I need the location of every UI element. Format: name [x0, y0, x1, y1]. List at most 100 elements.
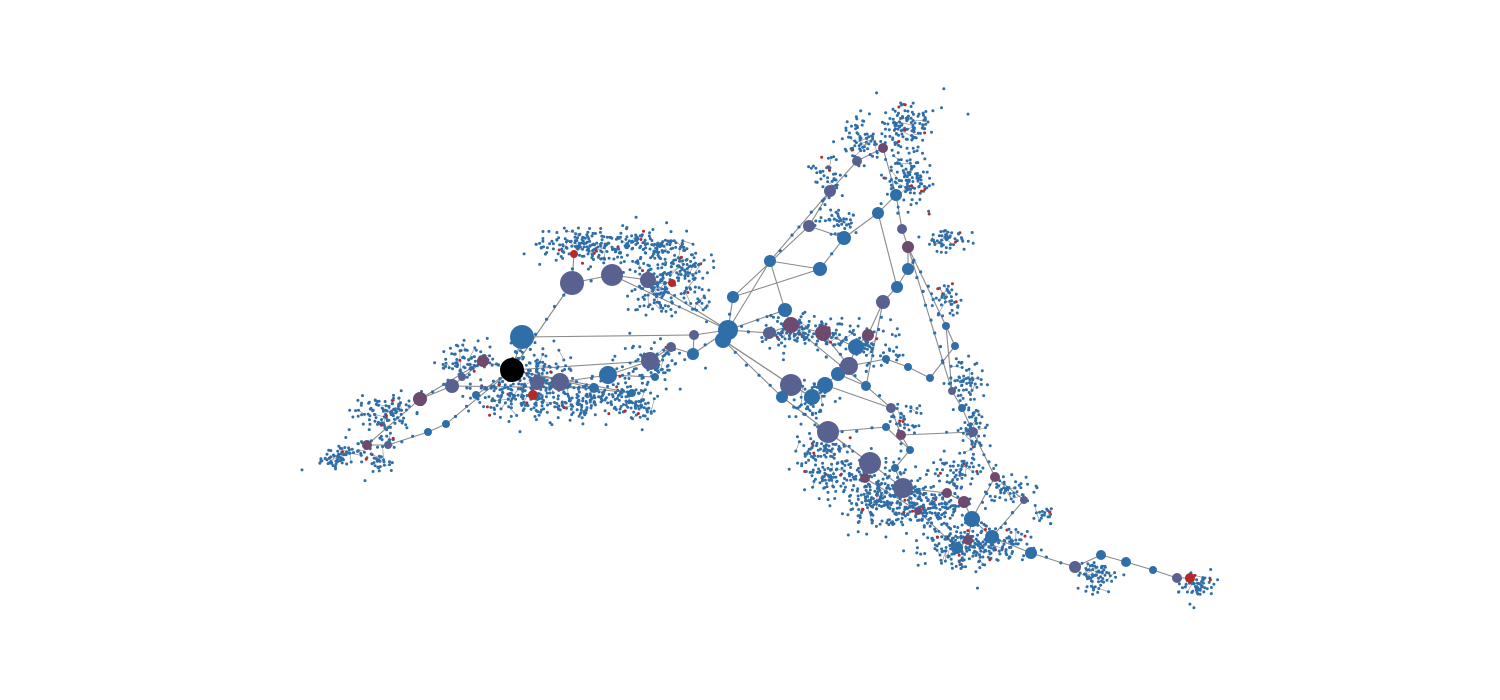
graph-node-hub[interactable]: [817, 377, 833, 393]
graph-node-hub[interactable]: [651, 373, 659, 381]
graph-node-hub[interactable]: [964, 511, 980, 527]
graph-node-hub[interactable]: [896, 430, 906, 440]
graph-node-hub[interactable]: [837, 231, 851, 245]
graph-node-small: [895, 345, 899, 349]
selected-node[interactable]: [500, 358, 524, 382]
graph-node-hub[interactable]: [763, 327, 775, 339]
graph-node-hub[interactable]: [424, 428, 432, 436]
graph-node-hub[interactable]: [990, 472, 1000, 482]
graph-node-hub[interactable]: [951, 342, 959, 350]
graph-node-hub[interactable]: [528, 390, 538, 400]
graph-node-hub[interactable]: [891, 464, 899, 472]
graph-node-hub[interactable]: [893, 478, 913, 498]
graph-node-hub[interactable]: [882, 423, 890, 431]
graph-node-hub[interactable]: [413, 392, 427, 406]
graph-node-small: [928, 176, 932, 180]
graph-node-hub[interactable]: [458, 373, 466, 381]
graph-node-hub[interactable]: [914, 507, 922, 515]
graph-node-hub[interactable]: [852, 156, 862, 166]
graph-node-hub[interactable]: [641, 352, 659, 370]
graph-node-hub[interactable]: [601, 264, 623, 286]
graph-node-small: [1198, 587, 1202, 591]
graph-node-hub[interactable]: [510, 325, 534, 349]
graph-node-hub[interactable]: [872, 207, 884, 219]
graph-node-hub[interactable]: [904, 363, 912, 371]
graph-node-hub[interactable]: [948, 387, 956, 395]
graph-node-hub[interactable]: [897, 224, 907, 234]
graph-node-hub[interactable]: [824, 185, 836, 197]
graph-node-hub[interactable]: [848, 339, 864, 355]
graph-node-hub[interactable]: [886, 403, 896, 413]
node-cluster: [807, 155, 848, 201]
graph-node-hub[interactable]: [942, 322, 950, 330]
graph-node-hub[interactable]: [445, 379, 459, 393]
graph-node-small: [1010, 552, 1014, 555]
graph-node-small: [1103, 565, 1107, 569]
graph-node-hub[interactable]: [715, 332, 731, 348]
graph-node-hub[interactable]: [985, 530, 999, 544]
graph-node-hub[interactable]: [942, 488, 952, 498]
graph-node-small: [458, 369, 462, 373]
graph-node-hub[interactable]: [876, 295, 890, 309]
graph-node-hub[interactable]: [628, 389, 636, 397]
graph-node-hub[interactable]: [861, 381, 871, 391]
graph-node-small: [941, 314, 945, 318]
graph-node-hub[interactable]: [442, 420, 450, 428]
graph-node-hub[interactable]: [963, 535, 973, 545]
graph-node-hub[interactable]: [1149, 566, 1157, 574]
graph-node-hub[interactable]: [815, 325, 831, 341]
graph-node-hub[interactable]: [599, 366, 617, 384]
graph-node-hub[interactable]: [384, 441, 392, 449]
graph-node-hub[interactable]: [687, 348, 699, 360]
graph-node-hub[interactable]: [477, 355, 489, 367]
graph-node-hub[interactable]: [1025, 547, 1037, 559]
graph-node-hub[interactable]: [776, 391, 788, 403]
graph-node-hub[interactable]: [968, 427, 978, 437]
graph-node-hub[interactable]: [902, 241, 914, 253]
graph-node-hub[interactable]: [530, 376, 544, 390]
graph-node-hub[interactable]: [560, 271, 584, 295]
graph-node-hub[interactable]: [689, 330, 699, 340]
graph-node-hub[interactable]: [666, 342, 676, 352]
graph-node-hub[interactable]: [1121, 557, 1131, 567]
graph-node-hub[interactable]: [890, 189, 902, 201]
graph-node-hub[interactable]: [860, 473, 870, 483]
graph-node-hub[interactable]: [780, 374, 802, 396]
graph-node-hub[interactable]: [958, 404, 966, 412]
graph-node-hub[interactable]: [727, 291, 739, 303]
graph-node-hub[interactable]: [882, 355, 890, 363]
graph-node-small: [922, 184, 926, 188]
graph-node-hub[interactable]: [668, 279, 676, 287]
graph-node-hub[interactable]: [1020, 496, 1028, 504]
graph-node-hub[interactable]: [926, 374, 934, 382]
graph-node-hub[interactable]: [1096, 550, 1106, 560]
graph-node-hub[interactable]: [951, 542, 963, 554]
graph-node-hub[interactable]: [778, 303, 792, 317]
graph-node-hub[interactable]: [1172, 573, 1182, 583]
graph-node-hub[interactable]: [891, 281, 903, 293]
graph-node-hub[interactable]: [803, 220, 815, 232]
graph-node-hub[interactable]: [958, 496, 970, 508]
graph-node-hub[interactable]: [878, 143, 888, 153]
graph-node-hub[interactable]: [551, 373, 569, 391]
graph-node-hub[interactable]: [764, 255, 776, 267]
graph-node-hub[interactable]: [906, 446, 914, 454]
graph-node-hub[interactable]: [1069, 561, 1081, 573]
graph-node-small: [622, 260, 626, 263]
graph-node-hub[interactable]: [859, 452, 881, 474]
graph-node-hub[interactable]: [902, 263, 914, 275]
graph-node-hub[interactable]: [813, 262, 827, 276]
graph-node-hub[interactable]: [570, 250, 578, 258]
graph-node-hub[interactable]: [817, 421, 839, 443]
graph-node-hub[interactable]: [1185, 573, 1195, 583]
graph-node-hub[interactable]: [362, 440, 372, 450]
graph-node-hub[interactable]: [804, 389, 820, 405]
graph-node-hub[interactable]: [840, 357, 858, 375]
graph-node-hub[interactable]: [472, 391, 480, 399]
graph-node-hub[interactable]: [589, 383, 599, 393]
graph-node-hub[interactable]: [640, 272, 656, 288]
graph-node-small: [340, 461, 344, 465]
graph-node-small: [570, 403, 574, 407]
graph-node-hub[interactable]: [862, 329, 874, 341]
graph-node-hub[interactable]: [783, 317, 799, 333]
